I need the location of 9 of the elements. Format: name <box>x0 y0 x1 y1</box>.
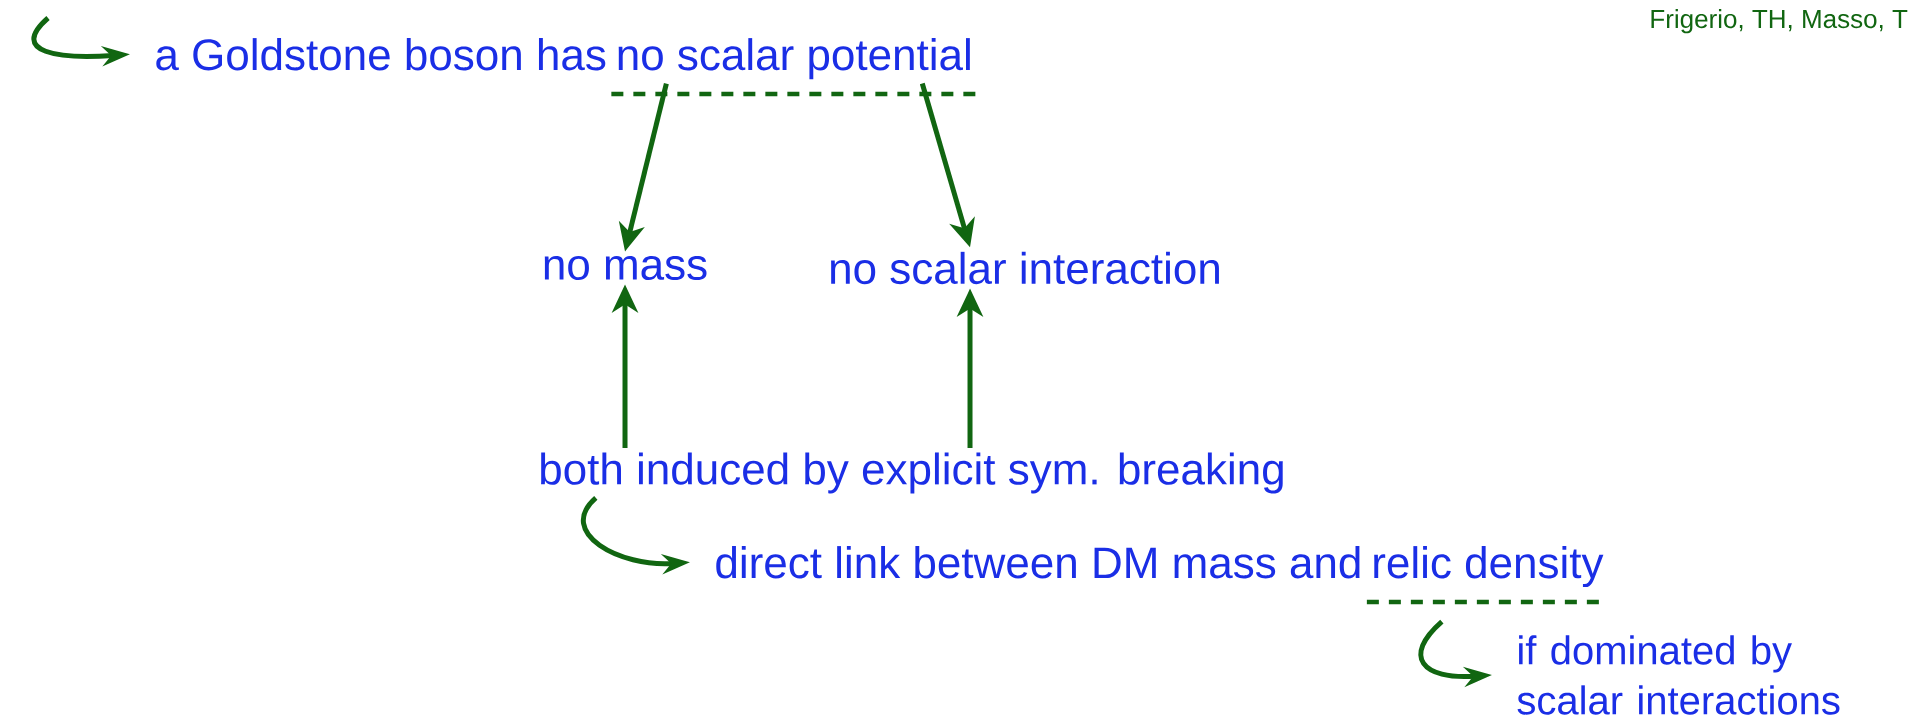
text-label: if dominated by scalar interactions <box>1517 635 1840 715</box>
text-label: a Goldstone boson has <box>156 38 606 71</box>
underlined-text: relic density <box>1366 546 1608 605</box>
text-label: no mass <box>544 255 707 281</box>
underlined-text: no scalar potential <box>611 38 978 97</box>
text-label: both induced by explicit sym. breaking <box>541 452 1283 494</box>
text-label: no scalar interaction <box>831 251 1219 285</box>
text-label: direct link between DM mass and <box>716 546 1360 579</box>
author-note: Frigerio, TH, Masso, T <box>1651 9 1908 34</box>
